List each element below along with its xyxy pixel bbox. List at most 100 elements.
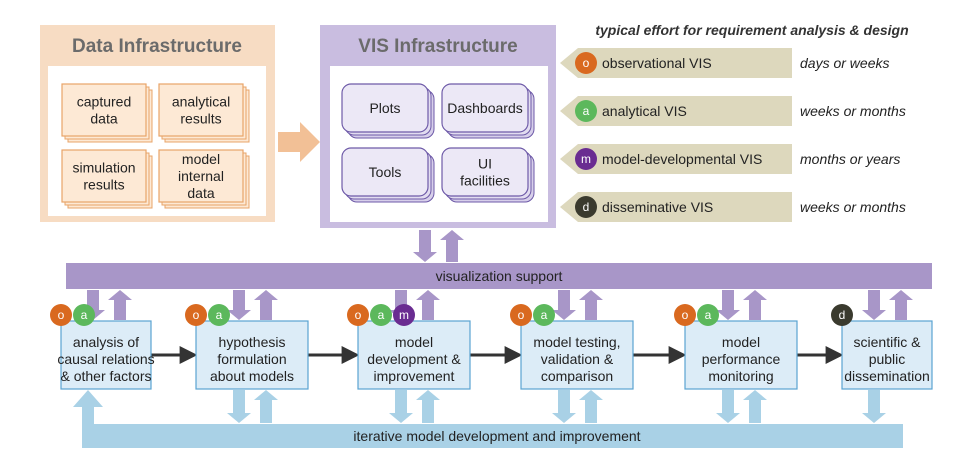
- down-arrow-icon: [227, 290, 251, 320]
- loop-bar-label: iterative model development and improvem…: [353, 428, 640, 444]
- stage-label-line: formulation: [217, 351, 286, 367]
- iterative-loop: iterative model development and improvem…: [73, 390, 903, 448]
- data-to-vis-arrow: [278, 122, 320, 162]
- data-item-label-line: data: [90, 110, 117, 126]
- down-arrow-icon: [413, 230, 437, 262]
- up-arrow-icon: [440, 230, 464, 262]
- down-arrow-icon: [552, 390, 576, 423]
- up-arrow-icon: [254, 290, 278, 320]
- legend-band: [560, 192, 792, 222]
- vis-item-label: Plots: [369, 100, 400, 116]
- up-arrow-icon: [416, 290, 440, 320]
- vis-item-label-line: Dashboards: [447, 100, 523, 116]
- stage-label-line: dissemination: [844, 368, 930, 384]
- vis-item-label: Tools: [369, 164, 402, 180]
- vis-item-label-line: Plots: [369, 100, 400, 116]
- vis-item-card: [441, 83, 529, 133]
- stage-label-line: analysis of: [73, 334, 139, 350]
- vis-item-label: Dashboards: [447, 100, 523, 116]
- stage-label-line: model testing,: [533, 334, 620, 350]
- legend-band: [560, 48, 792, 78]
- loop-bar-background: [73, 390, 903, 448]
- stage-badge-letter: o: [355, 308, 362, 322]
- up-arrow-icon: [254, 390, 278, 423]
- stage-badge-letter: a: [541, 308, 548, 322]
- data-infrastructure-title: Data Infrastructure: [72, 36, 242, 57]
- stage-badge-icon: [185, 304, 207, 326]
- stage-label-line: & other factors: [60, 368, 151, 384]
- data-item-label-line: analytical: [172, 93, 230, 109]
- stage-label-line: validation &: [541, 351, 614, 367]
- down-arrow-icon: [716, 390, 740, 423]
- stage-badge-letter: o: [682, 308, 689, 322]
- vis-item: Plots: [341, 83, 435, 139]
- support-bar-label: visualization support: [436, 268, 563, 284]
- down-arrow-icon: [227, 390, 251, 423]
- up-arrow-icon: [743, 390, 767, 423]
- down-arrow-icon: [389, 390, 413, 423]
- vis-item-label-line: facilities: [460, 172, 510, 188]
- stage-label-line: public: [869, 351, 906, 367]
- stage-label-line: monitoring: [708, 368, 773, 384]
- stage-badge-letter: o: [193, 308, 200, 322]
- legend-effort: weeks or months: [800, 103, 906, 119]
- vis-infrastructure-title: VIS Infrastructure: [358, 36, 517, 57]
- stage-badge-icon: [208, 304, 230, 326]
- stage-label-line: improvement: [374, 368, 455, 384]
- data-item-card: [158, 83, 244, 137]
- legend-band: [560, 96, 792, 126]
- data-item-label-line: results: [180, 110, 221, 126]
- up-arrow-icon: [108, 290, 132, 320]
- vis-item-card: [341, 83, 429, 133]
- stage-card: [357, 320, 471, 390]
- stage-loop-arrows: [227, 390, 886, 423]
- legend-effort: days or weeks: [800, 55, 889, 71]
- legend-badge-icon: [575, 196, 597, 218]
- up-arrow-icon: [743, 290, 767, 320]
- stage-card: [195, 320, 309, 390]
- stage-badge-icon: [393, 304, 415, 326]
- vis-support-arrows: [413, 230, 464, 262]
- stage-label-line: model: [395, 334, 433, 350]
- stage-card: [520, 320, 634, 390]
- legend-badge-icon: [575, 52, 597, 74]
- down-arrow-icon: [862, 290, 886, 320]
- stage-label: model testing,validation &comparison: [533, 334, 620, 384]
- data-item-label-line: model: [182, 151, 220, 167]
- legend-label: disseminative VIS: [602, 199, 713, 215]
- legend-label: analytical VIS: [602, 103, 687, 119]
- legend-badge-letter: m: [581, 152, 591, 166]
- down-arrow-icon: [716, 290, 740, 320]
- legend-label: observational VIS: [602, 55, 712, 71]
- stage-badge-letter: a: [378, 308, 385, 322]
- stage-card: [684, 320, 798, 390]
- stage-label-line: performance: [702, 351, 781, 367]
- data-item-card: [61, 83, 147, 137]
- stage-badge-icon: [370, 304, 392, 326]
- up-arrow-icon: [579, 290, 603, 320]
- stage-card: [60, 320, 152, 390]
- legend-badge-letter: a: [583, 104, 590, 118]
- support-bar-background: [66, 263, 932, 289]
- data-item-label-line: internal: [178, 168, 224, 184]
- data-item-label-line: results: [83, 176, 124, 192]
